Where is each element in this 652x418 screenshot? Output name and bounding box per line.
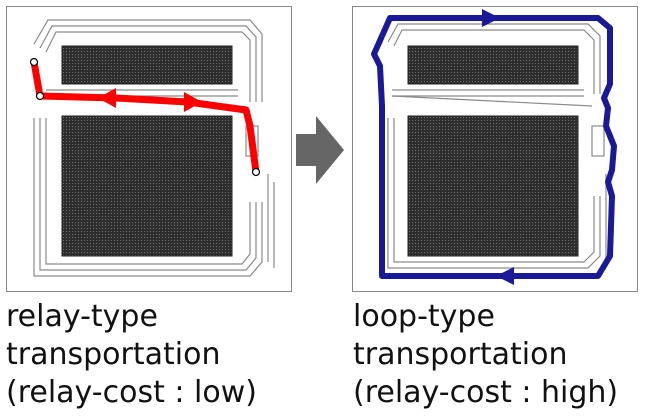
conveyor-tracks xyxy=(33,19,275,277)
route-arrow-left xyxy=(98,88,116,108)
relay-point xyxy=(251,167,261,177)
lower-process-block xyxy=(407,115,579,257)
loop-route xyxy=(371,9,617,285)
loop-arrow-top xyxy=(482,9,500,27)
loop-type-panel xyxy=(352,6,638,292)
route-arrow-right xyxy=(184,92,202,112)
upper-process-block xyxy=(407,45,579,85)
relay-route xyxy=(29,57,261,177)
lower-process-block xyxy=(61,115,233,257)
relay-station xyxy=(591,125,605,157)
loop-type-diagram xyxy=(352,6,638,292)
relay-type-diagram xyxy=(6,6,292,292)
caption-line: (relay-cost : low) xyxy=(6,375,257,410)
upper-process-block xyxy=(61,45,233,85)
caption-line: relay-type xyxy=(6,299,158,334)
relay-point xyxy=(29,57,39,67)
loop-type-caption: loop-type transportation (relay-cost : h… xyxy=(353,298,618,412)
relay-point xyxy=(35,91,45,101)
transition-arrow-icon xyxy=(296,116,344,184)
caption-line: transportation xyxy=(353,337,568,372)
caption-line: (relay-cost : high) xyxy=(353,375,619,410)
relay-type-caption: relay-type transportation (relay-cost : … xyxy=(6,298,257,412)
conveyor-tracks xyxy=(387,23,607,269)
caption-line: loop-type xyxy=(353,299,495,334)
loop-arrow-bottom xyxy=(496,267,514,285)
relay-type-panel xyxy=(6,6,292,292)
caption-line: transportation xyxy=(6,337,221,372)
